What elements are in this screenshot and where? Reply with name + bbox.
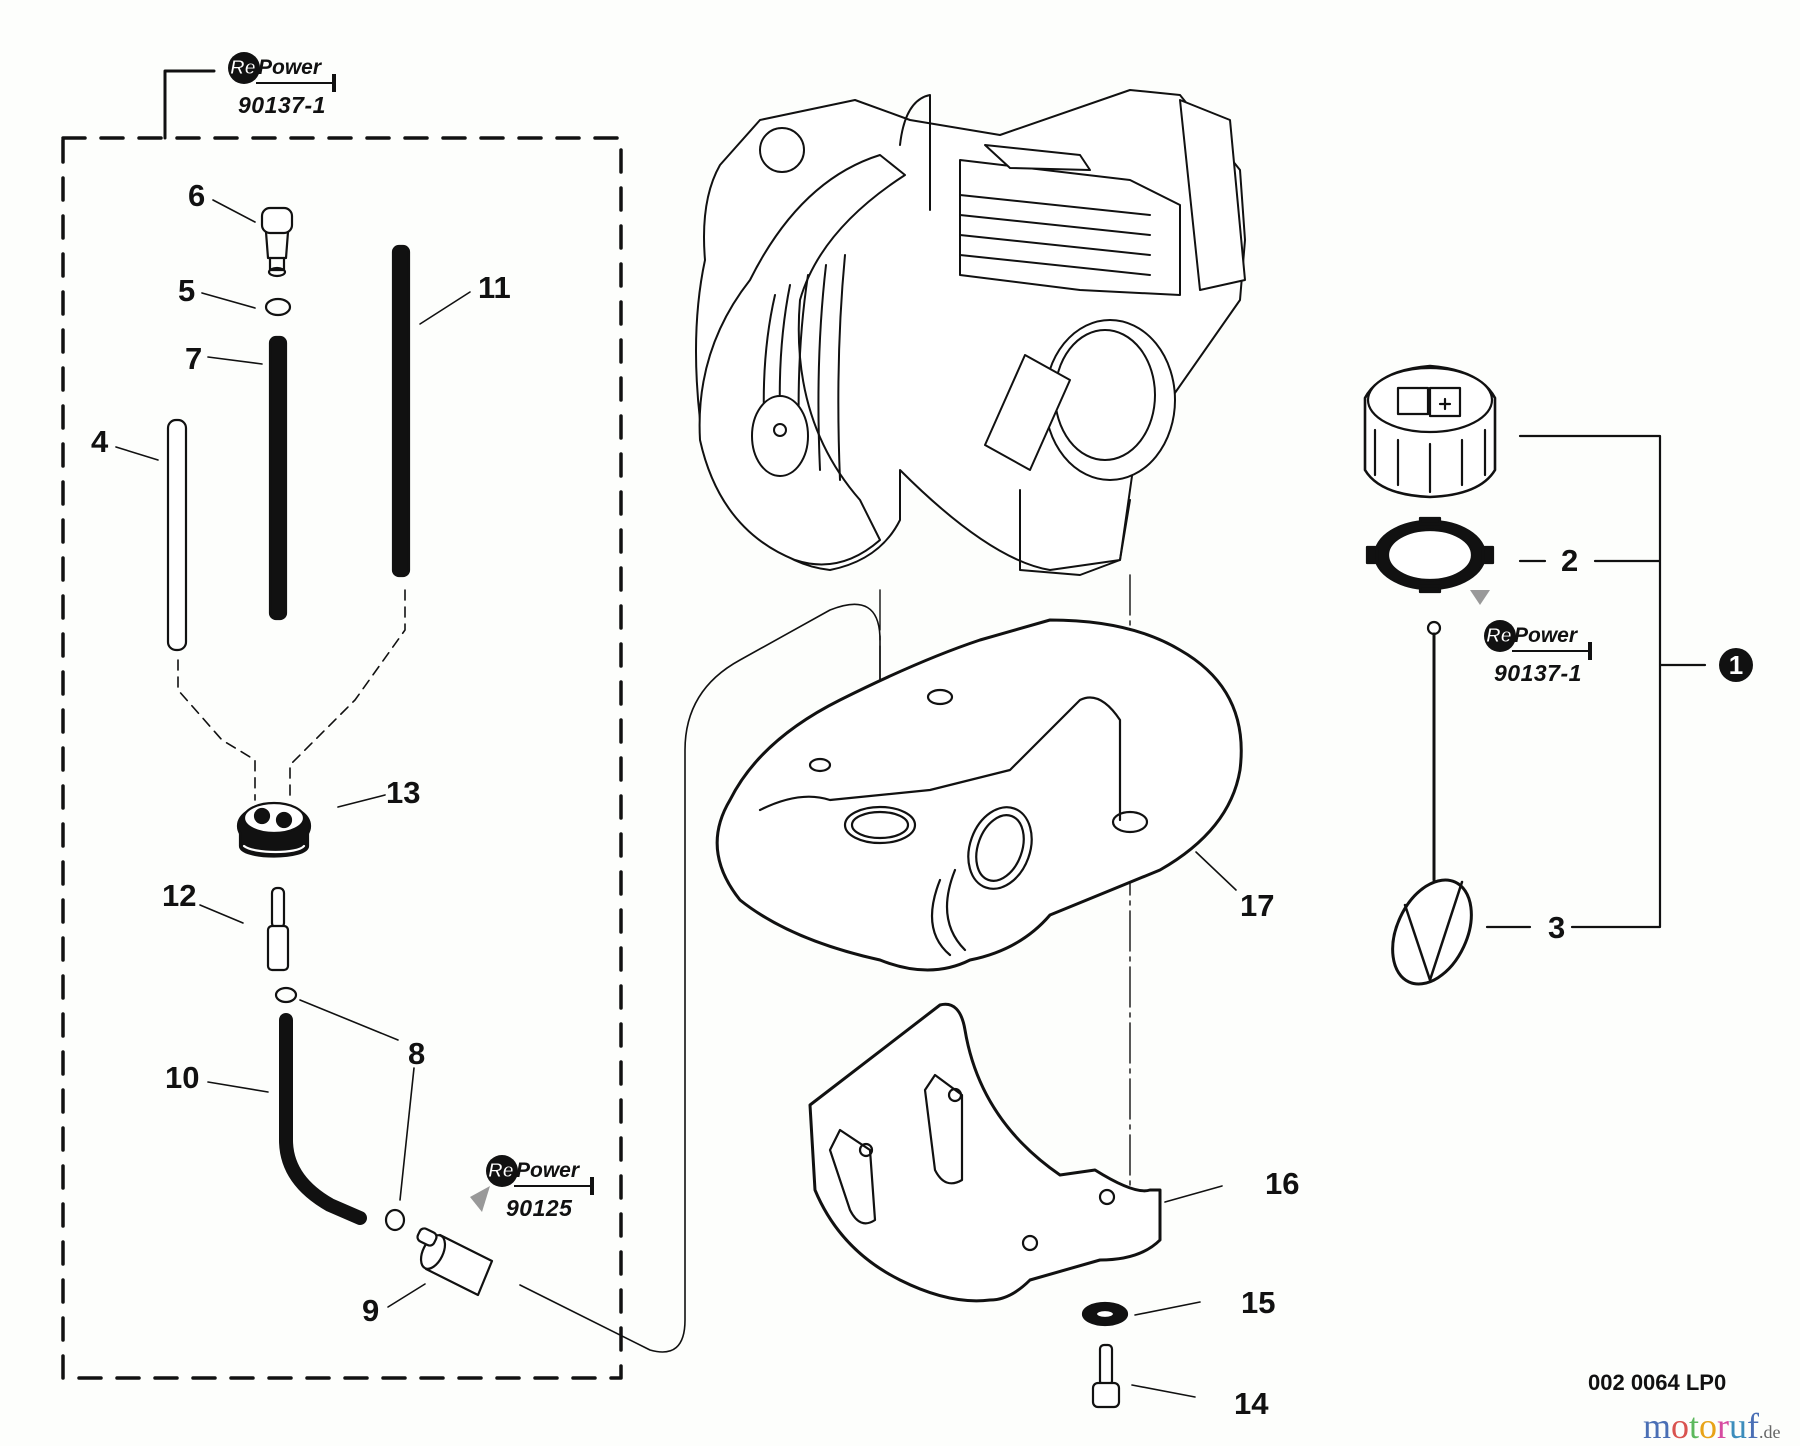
watermark-letter: r — [1717, 1406, 1730, 1446]
callout-16: 16 — [1265, 1166, 1300, 1201]
part-3-retainer — [1391, 620, 1473, 986]
watermark-letter: o — [1699, 1406, 1718, 1446]
leader-16 — [1164, 1185, 1223, 1203]
repower-logo-icon — [228, 52, 260, 84]
leader-14 — [1131, 1384, 1196, 1398]
repower-underline — [1512, 650, 1590, 652]
repower-tee — [590, 1177, 594, 1195]
leader-8b — [399, 1067, 415, 1201]
callout-2: 2 — [1561, 543, 1579, 578]
leader-15 — [1134, 1301, 1201, 1316]
repower-tee — [332, 74, 336, 92]
part-7-fuel-line — [268, 335, 288, 621]
part-8-clamp-lower — [384, 1208, 406, 1232]
callout-14: 14 — [1234, 1386, 1269, 1421]
leader-17 — [1195, 851, 1237, 891]
kit-bracket — [163, 69, 216, 140]
repower-badge-filter: Re Power 90125 — [486, 1155, 616, 1225]
watermark-letter: m — [1643, 1406, 1672, 1446]
part-15-washer — [1081, 1301, 1129, 1327]
leader-8a — [299, 999, 399, 1041]
part-4-tube — [166, 418, 188, 652]
repower-prefix: Re — [230, 57, 257, 80]
repower-logo-icon — [486, 1155, 518, 1187]
leader-7 — [207, 356, 263, 365]
part-14-bolt — [1091, 1343, 1121, 1409]
motoruf-watermark: motoruf.de — [1643, 1408, 1781, 1444]
repower-part-number: 90137-1 — [238, 92, 326, 118]
part-13-grommet — [236, 801, 312, 858]
repower-tee — [1588, 642, 1592, 660]
watermark-letter: o — [1671, 1406, 1690, 1446]
part-12-fitting — [266, 886, 290, 972]
leader-9 — [387, 1283, 426, 1308]
repower-part-number: 90125 — [506, 1195, 573, 1221]
watermark-letter: t — [1689, 1406, 1700, 1446]
callout-7: 7 — [185, 341, 203, 376]
leader-10 — [207, 1081, 269, 1093]
repower-underline — [256, 82, 334, 84]
callout-10: 10 — [165, 1060, 200, 1095]
leader-13 — [337, 794, 386, 808]
repower-prefix: Re — [488, 1160, 515, 1183]
part-10-fuel-line — [279, 1013, 367, 1225]
repower-pointer — [470, 1186, 490, 1212]
watermark-letter: f — [1747, 1406, 1760, 1446]
leader-12 — [199, 904, 244, 924]
leader-6 — [212, 199, 256, 223]
callout-5: 5 — [178, 273, 196, 308]
kit-boundary-dashed-box — [61, 136, 623, 1380]
repower-prefix: Re — [1486, 625, 1513, 648]
repower-word: Power — [1514, 624, 1578, 647]
repower-badge-gasket: Re Power 90137-1 — [1484, 620, 1614, 690]
watermark-tld: .de — [1759, 1422, 1781, 1442]
repower-logo-icon — [1484, 620, 1516, 652]
leader-4 — [115, 446, 159, 461]
callout-9: 9 — [362, 1293, 380, 1328]
callout-6: 6 — [188, 178, 206, 213]
repower-underline — [514, 1185, 592, 1187]
callout-13: 13 — [386, 775, 421, 810]
part-8-clamp-upper — [274, 986, 298, 1004]
leader-11 — [419, 291, 471, 325]
part-2-gasket — [1365, 516, 1495, 594]
part-9-fuel-filter — [416, 1227, 494, 1297]
part-5-clamp — [264, 297, 292, 317]
leader-5 — [201, 292, 256, 309]
part-11-fuel-line — [391, 244, 411, 578]
watermark-letter: u — [1729, 1406, 1748, 1446]
part-17-fuel-tank — [715, 618, 1243, 972]
part-6-check-valve — [260, 206, 294, 278]
routing-dashed-lines — [177, 589, 406, 801]
repower-part-number: 90137-1 — [1494, 660, 1582, 686]
watermark-name: motoruf — [1643, 1406, 1759, 1446]
callout-17: 17 — [1240, 888, 1275, 923]
callout-3: 3 — [1548, 910, 1566, 945]
callout-4: 4 — [91, 424, 109, 459]
callout-8: 8 — [408, 1036, 426, 1071]
callout-1: 1 — [1719, 648, 1753, 682]
part-1-fuel-cap — [1363, 364, 1497, 499]
part-16-tank-mount — [808, 1002, 1162, 1303]
diagram-code: 002 0064 LP0 — [1588, 1370, 1727, 1395]
callout-11: 11 — [478, 270, 511, 305]
engine-assembly — [695, 89, 1246, 576]
repower-word: Power — [258, 56, 322, 79]
callout-12: 12 — [162, 878, 197, 913]
assembly-bracket — [1485, 434, 1707, 929]
repower-badge-kit: Re Power 90137-1 — [228, 52, 358, 122]
callout-15: 15 — [1241, 1285, 1276, 1320]
repower-word: Power — [516, 1159, 580, 1182]
leader-9-tank — [519, 603, 881, 1353]
repower-pointer-gasket — [1470, 590, 1490, 605]
